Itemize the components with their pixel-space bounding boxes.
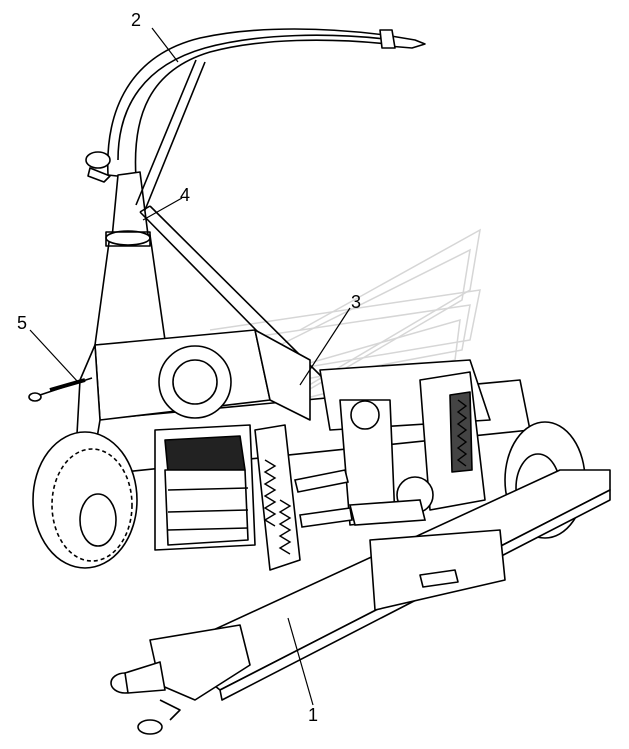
left-wheel — [32, 431, 138, 569]
callout-label-5: 5 — [17, 313, 28, 333]
callout-label-2: 2 — [131, 10, 142, 30]
callout-label-1: 1 — [308, 705, 319, 725]
callout-label-4: 4 — [180, 185, 191, 205]
leader-lines — [29, 27, 351, 706]
chute-tower — [94, 171, 166, 346]
springs — [263, 399, 468, 555]
tow-drawbar — [110, 469, 611, 735]
header-frame — [154, 371, 486, 571]
callout-label-3: 3 — [351, 292, 362, 312]
drive-shafts — [294, 469, 427, 528]
discharge-spout — [85, 28, 426, 183]
hydraulic-hose — [28, 377, 93, 402]
